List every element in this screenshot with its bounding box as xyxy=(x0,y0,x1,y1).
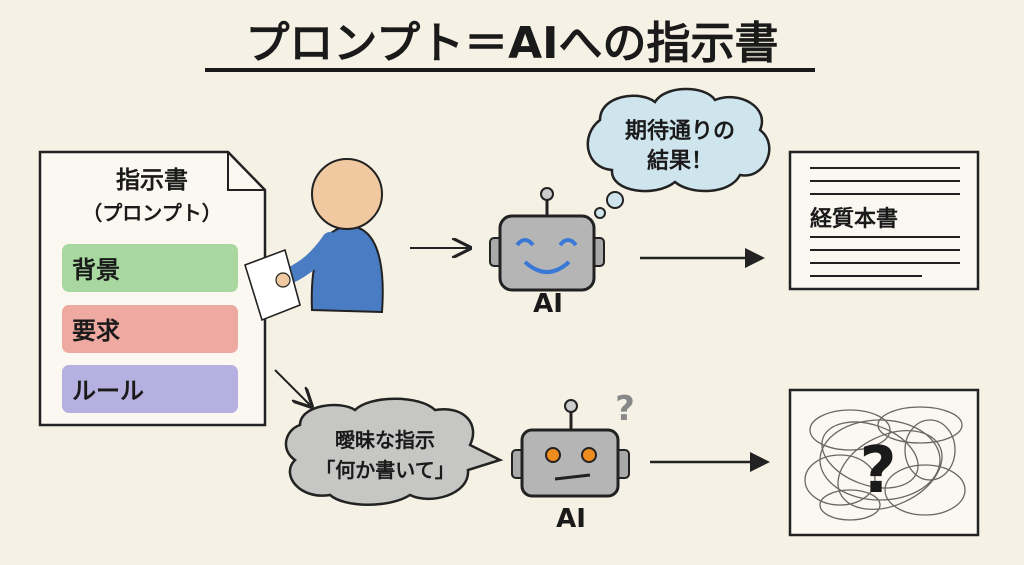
robot-happy-icon xyxy=(489,187,605,292)
question-mark-robot: ? xyxy=(615,389,635,429)
thought-cloud xyxy=(586,87,771,219)
page-title: プロンプト＝AIへの指示書 xyxy=(245,18,778,69)
scribble-document xyxy=(788,388,980,537)
bar-background xyxy=(62,244,238,292)
thought-line-2: 結果！ xyxy=(647,148,713,174)
person-illustration xyxy=(244,158,384,322)
ai-label-top: AI xyxy=(533,289,563,319)
arrow-to-vague xyxy=(274,369,310,405)
doc-subtitle: （プロンプト） xyxy=(82,201,221,225)
speech-cloud xyxy=(284,397,504,506)
robot-confused-icon xyxy=(511,399,630,498)
instruction-document: 指示書 （プロンプト） 背景 要求 ルール xyxy=(38,150,267,427)
result-doc-title: 経質本書 xyxy=(810,206,898,232)
speech-line-1: 曖昧な指示 xyxy=(335,428,435,452)
item-background: 背景 xyxy=(72,256,120,284)
item-rules: ルール xyxy=(72,377,144,405)
question-mark-result: ? xyxy=(859,434,896,508)
speech-line-2: 「何か書いて」 xyxy=(315,458,454,482)
bar-rules xyxy=(62,365,238,413)
paper-icon xyxy=(244,248,301,322)
item-request: 要求 xyxy=(72,317,120,345)
ai-label-bottom: AI xyxy=(556,504,586,534)
result-document xyxy=(788,150,980,291)
thought-line-1: 期待通りの xyxy=(625,118,735,144)
bar-request xyxy=(62,305,238,353)
doc-title: 指示書 xyxy=(116,166,188,194)
